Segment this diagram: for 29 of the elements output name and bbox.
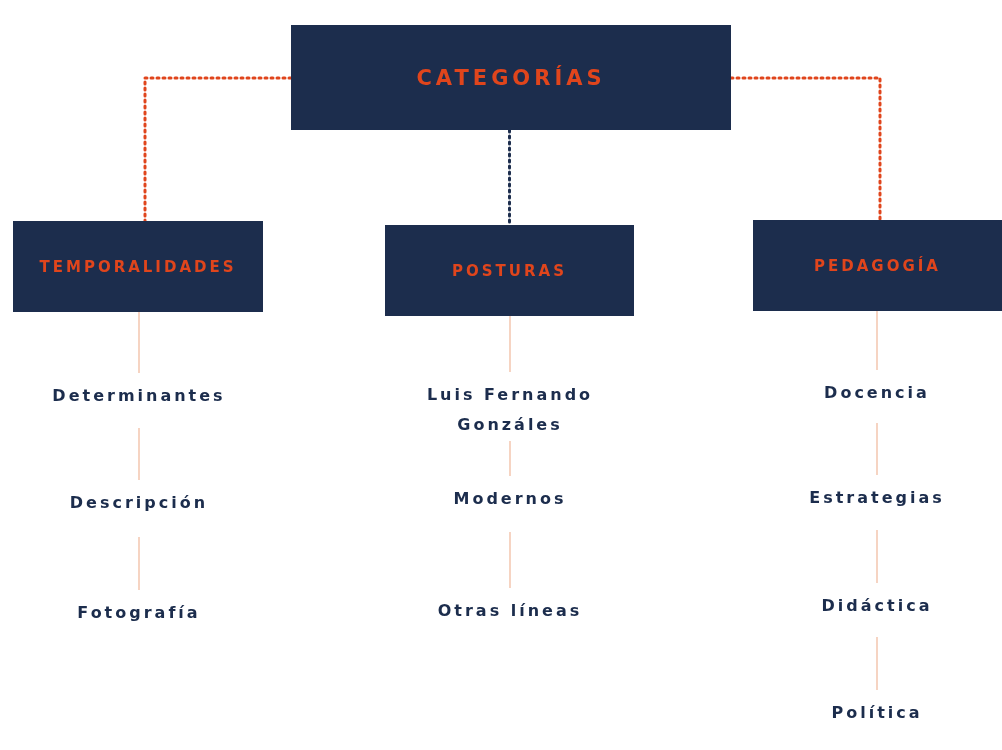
connector-line	[876, 422, 878, 476]
item-label: Luis Fernando Gonzáles	[391, 372, 629, 441]
item-label: Determinantes	[20, 373, 258, 428]
item-label: Didáctica	[758, 583, 996, 637]
connector-line	[509, 531, 511, 589]
box-title: CATEGORÍAS	[416, 65, 606, 90]
item-label: Fotografía	[20, 590, 258, 660]
connector-line	[509, 440, 511, 477]
box-title: TEMPORALIDADES	[39, 257, 237, 276]
category-box	[753, 220, 1002, 311]
connector-line	[876, 636, 878, 691]
item-label: Docencia	[758, 370, 996, 423]
connector-line	[138, 536, 140, 591]
category-box	[13, 221, 263, 312]
category-box	[385, 225, 634, 316]
connector-line	[876, 529, 878, 584]
item-label: Descripción	[20, 480, 258, 537]
connector-line	[509, 315, 511, 373]
item-label: Política	[758, 690, 996, 748]
connector-line	[876, 310, 878, 371]
item-label: Estrategias	[758, 475, 996, 530]
item-label: Modernos	[391, 476, 629, 532]
connector-line	[138, 427, 140, 481]
connector-line	[138, 311, 140, 374]
connector-line	[143, 76, 293, 223]
box-title: POSTURAS	[452, 261, 567, 280]
item-label: Otras líneas	[391, 588, 629, 658]
box-title: PEDAGOGÍA	[814, 256, 941, 275]
category-box	[291, 25, 731, 130]
